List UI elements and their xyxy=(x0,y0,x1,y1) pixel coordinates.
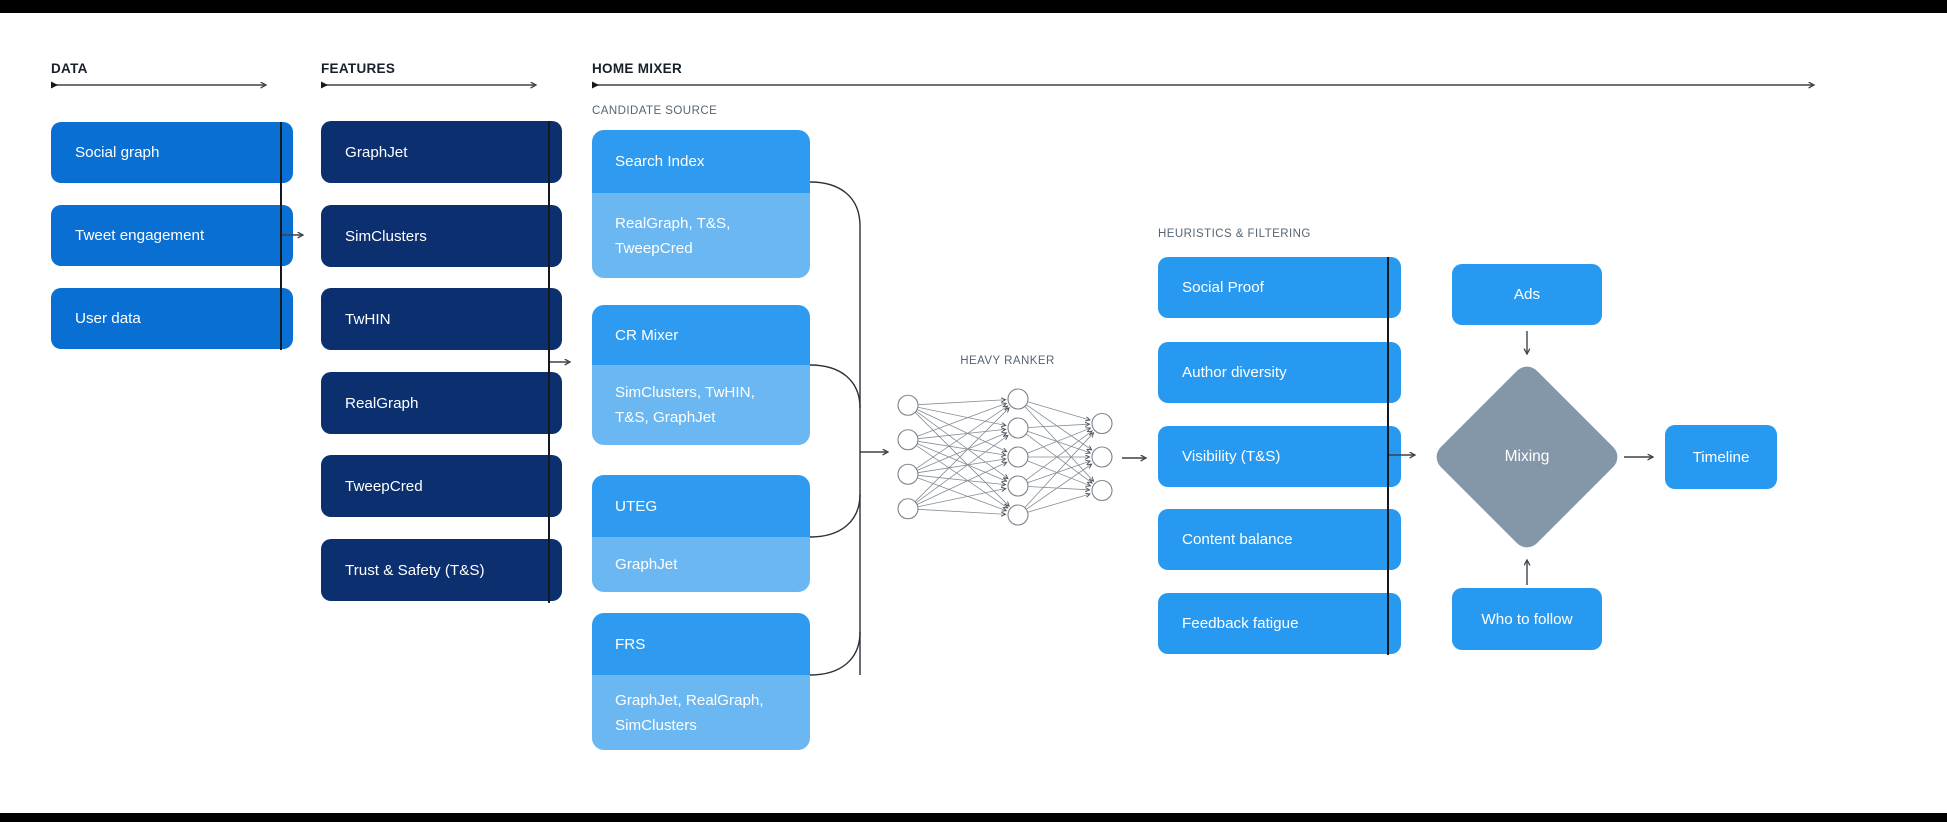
subtitle-candidate-source: CANDIDATE SOURCE xyxy=(592,105,718,117)
candidate-features-used: RealGraph, T&S, TweepCred xyxy=(592,193,810,278)
candidate-title: UTEG xyxy=(592,475,810,537)
heuristic-box-label: Content balance xyxy=(1182,531,1293,548)
section-title-features: FEATURES xyxy=(321,61,396,76)
candidate-features-label: RealGraph, T&S, TweepCred xyxy=(615,214,731,257)
candidate-box-uteg: UTEG GraphJet xyxy=(592,475,810,592)
feature-box-tweepcred: TweepCred xyxy=(321,455,562,517)
heuristic-box-label: Feedback fatigue xyxy=(1182,615,1299,632)
heuristic-box-author-diversity: Author diversity xyxy=(1158,342,1401,403)
feature-box-twhin: TwHIN xyxy=(321,288,562,350)
candidate-title: CR Mixer xyxy=(592,305,810,365)
feature-box-label: SimClusters xyxy=(345,227,427,245)
candidate-features-used: SimClusters, TwHIN, T&S, GraphJet xyxy=(592,365,810,445)
feature-box-label: TwHIN xyxy=(345,310,391,328)
feature-box-label: GraphJet xyxy=(345,143,408,161)
candidate-title-label: CR Mixer xyxy=(615,326,679,344)
feature-box-graphjet: GraphJet xyxy=(321,121,562,183)
data-box-label: User data xyxy=(75,310,141,327)
who-to-follow-label: Who to follow xyxy=(1481,610,1573,628)
candidate-features-label: SimClusters, TwHIN, T&S, GraphJet xyxy=(615,384,755,426)
candidate-box-search-index: Search Index RealGraph, T&S, TweepCred xyxy=(592,130,810,278)
candidate-features-used: GraphJet xyxy=(592,537,810,592)
data-box-label: Social graph xyxy=(75,144,160,161)
data-box-label: Tweet engagement xyxy=(75,227,205,244)
candidate-title-label: UTEG xyxy=(615,497,658,515)
heuristic-box-social-proof: Social Proof xyxy=(1158,257,1401,318)
candidate-features-label: GraphJet xyxy=(615,556,678,573)
data-box-user-data: User data xyxy=(51,288,293,349)
timeline-box: Timeline xyxy=(1665,425,1777,489)
top-black-bar xyxy=(0,0,1947,13)
flow-arrows xyxy=(282,235,1653,585)
subtitle-heuristics-filtering: HEURISTICS & FILTERING xyxy=(1158,228,1311,240)
neural-network xyxy=(897,388,1113,526)
bottom-black-bar xyxy=(0,813,1947,822)
heuristic-box-label: Author diversity xyxy=(1182,364,1287,381)
candidate-features-label: GraphJet, RealGraph, SimClusters xyxy=(615,691,764,734)
section-title-home-mixer: HOME MIXER xyxy=(592,61,683,76)
feature-box-trust-safety: Trust & Safety (T&S) xyxy=(321,539,562,601)
who-to-follow-box: Who to follow xyxy=(1452,588,1602,650)
feature-box-label: Trust & Safety (T&S) xyxy=(345,561,485,579)
data-box-tweet-engagement: Tweet engagement xyxy=(51,205,293,266)
candidate-features-used: GraphJet, RealGraph, SimClusters xyxy=(592,675,810,750)
heuristic-box-label: Visibility (T&S) xyxy=(1182,448,1281,465)
candidate-title-label: FRS xyxy=(615,635,646,653)
heuristic-box-content-balance: Content balance xyxy=(1158,509,1401,570)
column-divider-lines xyxy=(280,121,1389,655)
heuristic-box-label: Social Proof xyxy=(1182,279,1264,296)
mixing-label: Mixing xyxy=(1504,448,1550,465)
heuristic-box-feedback-fatigue: Feedback fatigue xyxy=(1158,593,1401,654)
feature-box-label: TweepCred xyxy=(345,477,423,495)
subtitle-heavy-ranker: HEAVY RANKER xyxy=(960,355,1055,367)
feature-box-realgraph: RealGraph xyxy=(321,372,562,434)
candidate-title-label: Search Index xyxy=(615,153,705,170)
candidate-box-cr-mixer: CR Mixer SimClusters, TwHIN, T&S, GraphJ… xyxy=(592,305,810,445)
data-box-social-graph: Social graph xyxy=(51,122,293,183)
candidate-title: Search Index xyxy=(592,130,810,193)
candidate-merge-connectors xyxy=(809,181,861,676)
ads-box: Ads xyxy=(1452,264,1602,325)
candidate-box-frs: FRS GraphJet, RealGraph, SimClusters xyxy=(592,613,810,750)
timeline-label: Timeline xyxy=(1692,448,1750,466)
mixing-diamond-label: Mixing xyxy=(1459,389,1595,525)
section-title-data: DATA xyxy=(51,61,88,76)
feature-box-label: RealGraph xyxy=(345,394,419,412)
heuristic-box-visibility: Visibility (T&S) xyxy=(1158,426,1401,487)
feature-box-simclusters: SimClusters xyxy=(321,205,562,267)
candidate-title: FRS xyxy=(592,613,810,675)
ads-label: Ads xyxy=(1513,286,1541,303)
